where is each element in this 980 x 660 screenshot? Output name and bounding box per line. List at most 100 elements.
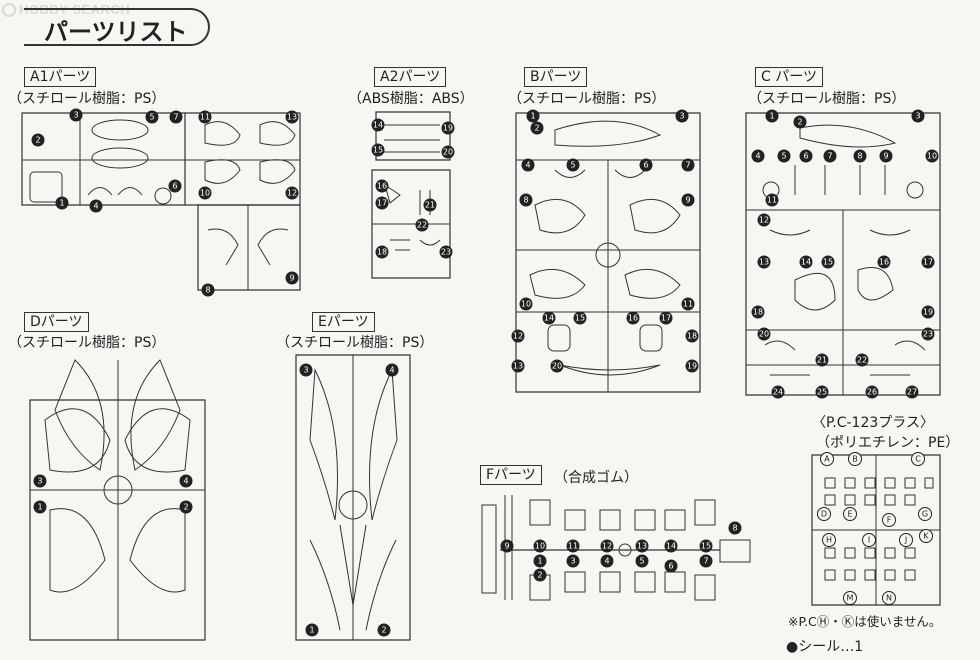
runner-a1 — [21, 112, 301, 291]
part-number-c-22: 22 — [855, 353, 869, 367]
part-number-d-2: 2 — [179, 500, 193, 514]
part-number-b-15: 15 — [573, 311, 587, 325]
svg-text:16: 16 — [628, 314, 638, 323]
svg-text:11: 11 — [568, 542, 578, 551]
svg-text:19: 19 — [923, 308, 933, 317]
part-number-f-1: 1 — [533, 554, 547, 568]
material-a1: （スチロール樹脂：PS） — [8, 91, 166, 107]
part-number-pc-K: K — [919, 529, 933, 543]
svg-text:22: 22 — [417, 221, 427, 230]
part-number-c-5: 5 — [777, 149, 791, 163]
part-number-b-20: 20 — [550, 359, 564, 373]
part-number-a2-18: 18 — [375, 245, 389, 259]
part-number-c-21: 21 — [815, 353, 829, 367]
svg-text:4: 4 — [755, 152, 760, 161]
svg-text:25: 25 — [817, 388, 827, 397]
svg-text:D: D — [821, 510, 827, 519]
part-number-c-18: 18 — [751, 305, 765, 319]
part-number-c-24: 24 — [771, 385, 785, 399]
part-number-pc-J: J — [899, 533, 913, 547]
part-number-b-4: 4 — [521, 158, 535, 172]
svg-text:14: 14 — [373, 121, 383, 130]
part-number-c-11: 11 — [765, 193, 779, 207]
part-number-a2-19: 19 — [441, 121, 455, 135]
part-number-f-3: 3 — [566, 554, 580, 568]
material-c: （スチロール樹脂：PS） — [748, 91, 906, 107]
part-number-b-13: 13 — [511, 359, 525, 373]
svg-text:10: 10 — [927, 152, 937, 161]
part-number-a2-17: 17 — [375, 196, 389, 210]
part-number-b-6: 6 — [639, 158, 653, 172]
part-number-b-18: 18 — [685, 329, 699, 343]
part-number-f-7: 7 — [699, 554, 713, 568]
svg-text:1: 1 — [530, 112, 535, 121]
section-label-f: Fパーツ — [480, 465, 542, 485]
svg-text:7: 7 — [827, 152, 832, 161]
svg-text:15: 15 — [823, 258, 833, 267]
svg-text:23: 23 — [923, 330, 933, 339]
svg-text:22: 22 — [857, 356, 867, 365]
part-number-a1-8: 8 — [201, 283, 215, 297]
logo-icon — [2, 3, 16, 17]
svg-text:10: 10 — [535, 542, 545, 551]
part-number-c-13: 13 — [757, 255, 771, 269]
runner-c — [745, 112, 941, 396]
part-number-f-4: 4 — [600, 554, 614, 568]
section-label-b: Bパーツ — [524, 67, 588, 87]
svg-text:6: 6 — [803, 152, 808, 161]
part-number-b-2: 2 — [530, 121, 544, 135]
svg-text:1: 1 — [537, 557, 542, 566]
part-number-c-10: 10 — [925, 149, 939, 163]
part-number-b-1: 1 — [526, 109, 540, 123]
part-number-c-1: 1 — [765, 109, 779, 123]
part-number-d-3: 3 — [33, 474, 47, 488]
part-number-pc-F: F — [882, 513, 896, 527]
svg-text:3: 3 — [303, 366, 308, 375]
material-pc: （ポリエチレン：PE） — [816, 435, 960, 451]
part-number-d-1: 1 — [33, 500, 47, 514]
part-number-c-14: 14 — [799, 255, 813, 269]
svg-text:1: 1 — [37, 503, 42, 512]
svg-text:21: 21 — [817, 356, 827, 365]
title-tab — [24, 8, 210, 46]
svg-text:5: 5 — [149, 113, 154, 122]
svg-text:12: 12 — [513, 332, 523, 341]
svg-text:A: A — [824, 455, 830, 464]
part-number-c-7: 7 — [823, 149, 837, 163]
svg-text:3: 3 — [37, 477, 42, 486]
part-number-pc-I: I — [862, 533, 876, 547]
svg-text:11: 11 — [683, 300, 693, 309]
svg-text:9: 9 — [685, 196, 690, 205]
part-number-markers: 1234567891011121314151617181920212223123… — [31, 108, 939, 637]
svg-text:2: 2 — [35, 136, 40, 145]
svg-text:27: 27 — [907, 388, 917, 397]
part-number-b-19: 19 — [685, 359, 699, 373]
part-number-c-25: 25 — [815, 385, 829, 399]
part-number-f-10: 10 — [533, 539, 547, 553]
svg-text:6: 6 — [172, 182, 177, 191]
svg-text:E: E — [847, 510, 852, 519]
svg-text:14: 14 — [666, 542, 676, 551]
part-number-b-11: 11 — [681, 297, 695, 311]
part-number-a1-12: 12 — [285, 186, 299, 200]
material-b: （スチロール樹脂：PS） — [508, 91, 666, 107]
svg-text:13: 13 — [513, 362, 523, 371]
svg-text:9: 9 — [883, 152, 888, 161]
svg-text:26: 26 — [867, 388, 877, 397]
part-number-a2-14: 14 — [371, 118, 385, 132]
svg-text:G: G — [922, 510, 928, 519]
svg-text:2: 2 — [797, 118, 802, 127]
part-number-e-1: 1 — [305, 623, 319, 637]
part-number-a2-16: 16 — [375, 179, 389, 193]
svg-text:17: 17 — [377, 199, 387, 208]
part-number-pc-B: B — [848, 452, 862, 466]
svg-text:4: 4 — [604, 557, 609, 566]
section-label-d: Dパーツ — [24, 312, 89, 332]
part-number-a2-21: 21 — [423, 198, 437, 212]
svg-text:14: 14 — [801, 258, 811, 267]
part-number-f-2: 2 — [533, 568, 547, 582]
svg-text:12: 12 — [759, 216, 769, 225]
part-number-b-8: 8 — [519, 193, 533, 207]
svg-text:20: 20 — [759, 330, 769, 339]
material-a2: （ABS樹脂：ABS） — [348, 91, 474, 107]
